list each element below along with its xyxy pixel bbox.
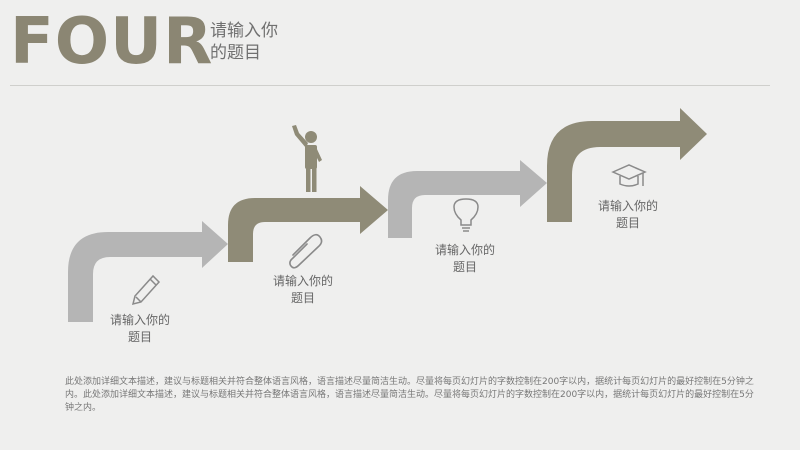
- step-3-arrow: [388, 160, 547, 238]
- step-1-label: 请输入你的 题目: [95, 312, 185, 346]
- step-2-label: 请输入你的 题目: [258, 273, 348, 307]
- lightbulb-icon: [453, 198, 479, 232]
- page-title: FOUR: [10, 5, 214, 79]
- step-3-label-line-1: 请输入你的: [434, 243, 495, 257]
- step-1-arrow: [68, 221, 228, 322]
- step-4-label: 请输入你的 题目: [583, 198, 673, 232]
- subtitle-line-1: 请输入你: [210, 21, 278, 41]
- step-4-label-line-2: 题目: [615, 216, 640, 230]
- step-3-label-line-2: 题目: [452, 260, 477, 274]
- pencil-icon: [131, 274, 161, 306]
- step-1-label-line-2: 题目: [127, 330, 152, 344]
- subtitle: 请输入你 的题目: [210, 20, 320, 64]
- header-divider: [10, 85, 770, 86]
- step-2-label-line-2: 题目: [290, 291, 315, 305]
- paperclip-icon: [289, 233, 323, 269]
- step-4-arrow: [547, 108, 707, 222]
- step-3-label: 请输入你的 题目: [420, 242, 510, 276]
- person-raising-hand-icon: [292, 125, 322, 192]
- step-2-label-line-1: 请输入你的: [272, 274, 333, 288]
- step-4-label-line-1: 请输入你的: [597, 199, 658, 213]
- step-1-label-line-1: 请输入你的: [109, 313, 170, 327]
- description-paragraph: 此处添加详细文本描述，建议与标题相关并符合整体语言风格，语言描述尽量简洁生动。尽…: [65, 377, 754, 413]
- graduation-cap-icon: [611, 164, 647, 187]
- subtitle-line-2: 的题目: [210, 43, 261, 63]
- step-2-arrow: [228, 186, 388, 262]
